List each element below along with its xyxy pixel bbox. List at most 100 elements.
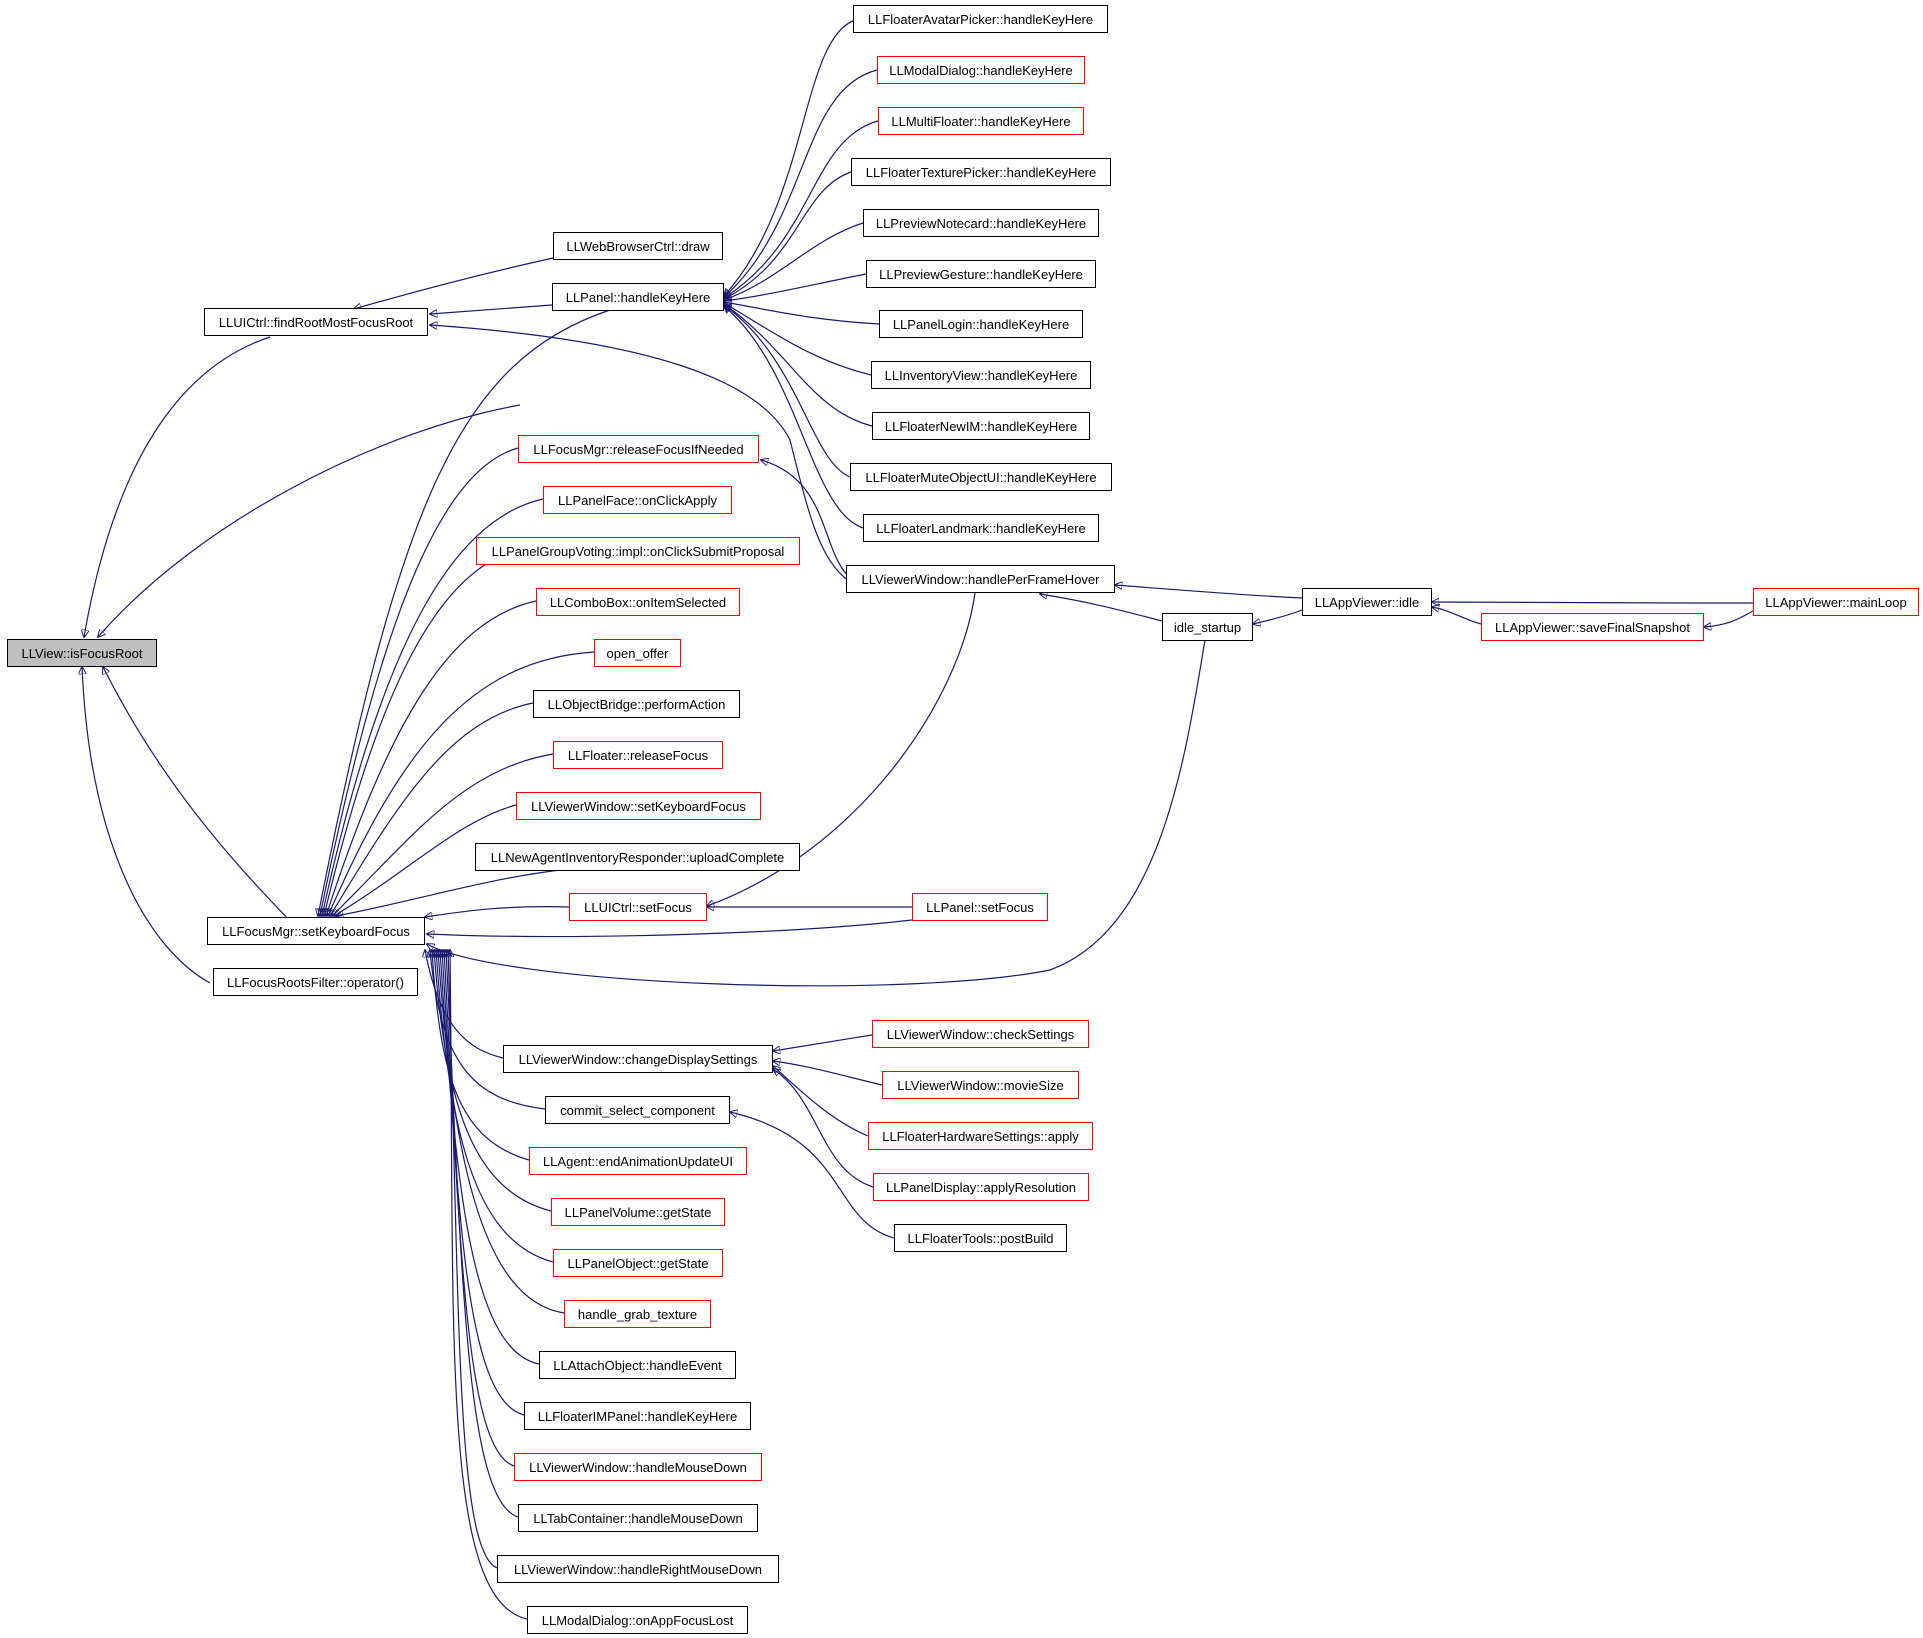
node-webbrowser-draw[interactable]: LLWebBrowserCtrl::draw (553, 232, 723, 260)
node-appviewer-savefinalsnapshot[interactable]: LLAppViewer::saveFinalSnapshot (1481, 613, 1704, 641)
call-edge (724, 302, 880, 325)
call-edge (1115, 585, 1303, 599)
call-edge (773, 1069, 874, 1188)
node-handle-grab-texture[interactable]: handle_grab_texture (564, 1300, 711, 1328)
node-commit-select-component[interactable]: commit_select_component (545, 1096, 730, 1124)
node-viewer-moviesize[interactable]: LLViewerWindow::movieSize (882, 1071, 1079, 1099)
call-edge (425, 906, 570, 917)
node-viewer-setkeyboardfocus[interactable]: LLViewerWindow::setKeyboardFocus (516, 792, 761, 820)
call-edge (1253, 609, 1303, 624)
call-edge (425, 950, 504, 1059)
call-edge (724, 303, 872, 376)
call-edge (430, 325, 851, 583)
call-edge (354, 257, 554, 309)
call-edge (724, 19, 856, 296)
call-edge (730, 1112, 895, 1239)
call-edge (773, 1061, 883, 1086)
node-groupvoting-submit[interactable]: LLPanelGroupVoting::impl::onClickSubmitP… (476, 537, 800, 565)
call-edge (1432, 607, 1482, 625)
node-endanimationupdateui[interactable]: LLAgent::endAnimationUpdateUI (529, 1147, 747, 1175)
node-viewer-handlerightmousedown[interactable]: LLViewerWindow::handleRightMouseDown (497, 1555, 779, 1583)
call-edge (430, 304, 553, 314)
call-edge (438, 950, 565, 1314)
node-uploadcomplete[interactable]: LLNewAgentInventoryResponder::uploadComp… (475, 843, 800, 871)
call-edge (446, 950, 519, 1518)
call-edge (328, 651, 595, 916)
node-floaterlandmark-handlekeyhere[interactable]: LLFloaterLandmark::handleKeyHere (863, 514, 1099, 542)
call-edge (724, 304, 873, 427)
node-modaldialog-onappfocuslost[interactable]: LLModalDialog::onAppFocusLost (527, 1606, 748, 1634)
call-edge (84, 336, 271, 637)
call-edge (1040, 594, 1163, 622)
node-findrootmostfocusroot[interactable]: LLUICtrl::findRootMostFocusRoot (204, 308, 428, 336)
node-panellogin-handlekeyhere[interactable]: LLPanelLogin::handleKeyHere (879, 310, 1083, 338)
call-edge (103, 667, 299, 930)
call-edge (440, 950, 540, 1365)
call-edge (434, 950, 552, 1212)
node-texturepicker-handlekeyhere[interactable]: LLFloaterTexturePicker::handleKeyHere (851, 158, 1111, 186)
call-edge (724, 222, 864, 300)
call-edge (82, 667, 211, 984)
node-previewnotecard-handlekeyhere[interactable]: LLPreviewNotecard::handleKeyHere (863, 209, 1099, 237)
node-open-offer[interactable]: open_offer (594, 639, 681, 667)
call-edge (442, 950, 525, 1416)
node-attachobject-handleevent[interactable]: LLAttachObject::handleEvent (539, 1351, 736, 1379)
call-edge (318, 309, 611, 916)
call-edge (724, 120, 879, 298)
node-panelobject-getstate[interactable]: LLPanelObject::getState (553, 1249, 723, 1277)
node-isfocusroot[interactable]: LLView::isFocusRoot (7, 639, 157, 667)
call-edge (336, 869, 561, 916)
node-paneldisplay-applyresolution[interactable]: LLPanelDisplay::applyResolution (873, 1173, 1089, 1201)
call-edge (98, 404, 521, 637)
call-edge (330, 702, 534, 916)
call-edge (450, 950, 528, 1620)
node-multifloater-handlekeyhere[interactable]: LLMultiFloater::handleKeyHere (878, 107, 1084, 135)
call-edge (724, 171, 852, 299)
call-edge (1432, 602, 1754, 603)
call-edge (444, 950, 515, 1467)
call-edge (448, 950, 498, 1569)
call-edge (1704, 610, 1754, 627)
node-handleperframehover[interactable]: LLViewerWindow::handlePerFrameHover (846, 565, 1115, 593)
call-edge (436, 950, 554, 1263)
node-floaterimpanel-handlekeyhere[interactable]: LLFloaterIMPanel::handleKeyHere (524, 1402, 751, 1430)
node-modaldialog-handlekeyhere[interactable]: LLModalDialog::handleKeyHere (877, 56, 1085, 84)
node-panelface-onclickapply[interactable]: LLPanelFace::onClickApply (543, 486, 732, 514)
node-uictrl-setfocus[interactable]: LLUICtrl::setFocus (569, 893, 707, 921)
node-inventoryview-handlekeyhere[interactable]: LLInventoryView::handleKeyHere (871, 361, 1091, 389)
call-edge (707, 592, 976, 906)
node-panelvolume-getstate[interactable]: LLPanelVolume::getState (551, 1198, 725, 1226)
call-edge (724, 69, 878, 297)
node-viewer-checksettings[interactable]: LLViewerWindow::checkSettings (872, 1020, 1089, 1048)
node-setkeyboardfocus[interactable]: LLFocusMgr::setKeyboardFocus (207, 917, 425, 945)
node-muteobjectui-handlekeyhere[interactable]: LLFloaterMuteObjectUI::handleKeyHere (850, 463, 1112, 491)
node-panel-setfocus[interactable]: LLPanel::setFocus (912, 893, 1048, 921)
call-edge (432, 950, 530, 1161)
call-edge (761, 460, 851, 579)
node-hardwaresettings-apply[interactable]: LLFloaterHardwareSettings::apply (868, 1122, 1093, 1150)
node-floatertools-postbuild[interactable]: LLFloaterTools::postBuild (894, 1224, 1067, 1252)
node-floater-releasefocus[interactable]: LLFloater::releaseFocus (553, 741, 723, 769)
call-edge (322, 498, 544, 916)
node-idle-startup[interactable]: idle_startup (1162, 613, 1253, 641)
node-tabcontainer-handlemousedown[interactable]: LLTabContainer::handleMouseDown (518, 1504, 758, 1532)
node-floaternewim-handlekeyhere[interactable]: LLFloaterNewIM::handleKeyHere (872, 412, 1090, 440)
call-edge (724, 273, 867, 301)
node-appviewer-idle[interactable]: LLAppViewer::idle (1302, 588, 1432, 616)
node-changedisplaysettings[interactable]: LLViewerWindow::changeDisplaySettings (503, 1045, 773, 1073)
node-panel-handlekeyhere[interactable]: LLPanel::handleKeyHere (552, 283, 724, 311)
node-previewgesture-handlekeyhere[interactable]: LLPreviewGesture::handleKeyHere (866, 260, 1096, 288)
call-edge (320, 447, 519, 916)
node-objectbridge-performaction[interactable]: LLObjectBridge::performAction (533, 690, 740, 718)
node-focusrootsfilter[interactable]: LLFocusRootsFilter::operator() (213, 968, 418, 996)
node-releasefocusifneeded[interactable]: LLFocusMgr::releaseFocusIfNeeded (518, 435, 759, 463)
call-edge (326, 600, 537, 916)
node-viewer-handlemousedown[interactable]: LLViewerWindow::handleMouseDown (514, 1453, 762, 1481)
call-edge (773, 1034, 873, 1051)
node-appviewer-mainloop[interactable]: LLAppViewer::mainLoop (1753, 588, 1919, 616)
node-avatarpicker-handlekeyhere[interactable]: LLFloaterAvatarPicker::handleKeyHere (853, 5, 1108, 33)
node-combobox-onitemselected[interactable]: LLComboBox::onItemSelected (536, 588, 740, 616)
call-edge (334, 804, 517, 916)
